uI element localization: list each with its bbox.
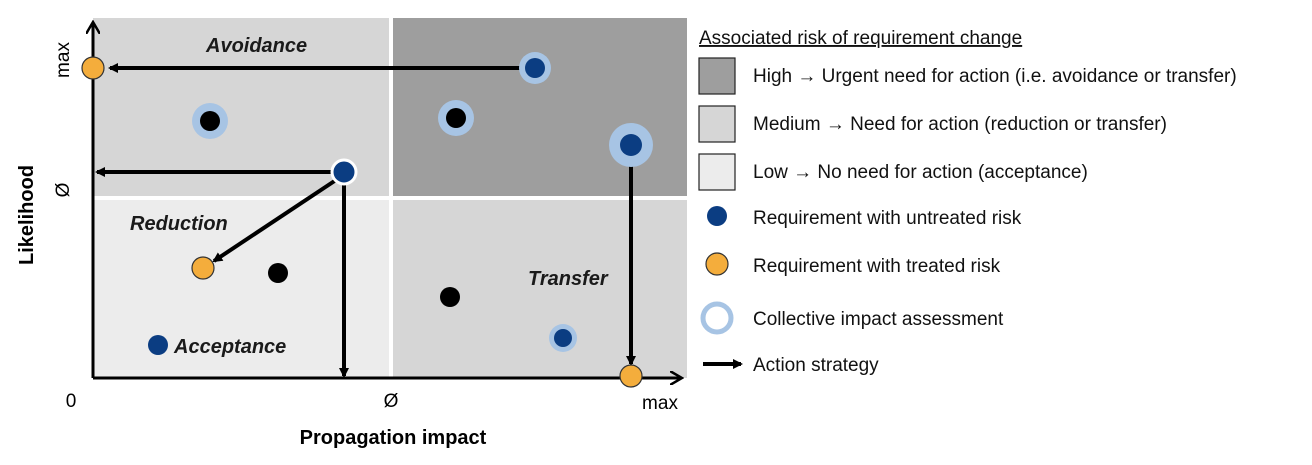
y-max-label: max bbox=[53, 42, 74, 78]
x-axis-title: Propagation impact bbox=[300, 427, 487, 449]
region-label-transfer: Transfer bbox=[528, 268, 609, 290]
legend-swatch-low bbox=[698, 153, 736, 191]
legend-title: Associated risk of requirement change bbox=[699, 28, 1022, 49]
untreated-point bbox=[554, 329, 572, 347]
neutral-point bbox=[446, 108, 466, 128]
x-origin-label: 0 bbox=[66, 391, 77, 412]
action-arrow-reduction bbox=[212, 178, 338, 263]
quadrant-high-risk bbox=[393, 18, 687, 196]
treated-point bbox=[81, 56, 105, 80]
region-label-reduction: Reduction bbox=[130, 213, 228, 235]
treated-point bbox=[619, 364, 643, 388]
legend-collective-text: Collective impact assessment bbox=[753, 309, 1004, 330]
untreated-point bbox=[148, 335, 168, 355]
legend-treated-text: Requirement with treated risk bbox=[753, 256, 1001, 277]
x-mid-label: Ø bbox=[384, 391, 399, 412]
untreated-point bbox=[525, 58, 545, 78]
legend: Associated risk of requirement change Hi… bbox=[698, 28, 1237, 376]
quadrant-reduction-acceptance bbox=[93, 200, 389, 378]
region-label-avoidance: Avoidance bbox=[205, 35, 307, 57]
legend-high-text: High → Urgent need for action (i.e. avoi… bbox=[753, 66, 1237, 87]
quadrant-transfer bbox=[393, 200, 687, 378]
y-axis-title: Likelihood bbox=[16, 165, 38, 265]
untreated-point bbox=[330, 158, 358, 186]
legend-low-text: Low → No need for action (acceptance) bbox=[753, 162, 1088, 183]
legend-treated-marker bbox=[705, 252, 729, 276]
legend-medium-text: Medium → Need for action (reduction or t… bbox=[753, 114, 1167, 135]
y-mid-label: Ø bbox=[53, 182, 74, 197]
legend-untreated-marker bbox=[707, 206, 727, 226]
legend-untreated-text: Requirement with untreated risk bbox=[753, 208, 1022, 229]
neutral-point bbox=[440, 287, 460, 307]
legend-collective-marker bbox=[700, 301, 734, 335]
legend-action-text: Action strategy bbox=[753, 355, 879, 376]
x-max-label: max bbox=[642, 393, 678, 414]
legend-swatch-high bbox=[698, 57, 736, 95]
neutral-point bbox=[200, 111, 220, 131]
legend-swatch-medium bbox=[698, 105, 736, 143]
untreated-point bbox=[620, 134, 642, 156]
region-label-acceptance: Acceptance bbox=[173, 336, 286, 358]
treated-point bbox=[191, 256, 215, 280]
neutral-point bbox=[268, 263, 288, 283]
